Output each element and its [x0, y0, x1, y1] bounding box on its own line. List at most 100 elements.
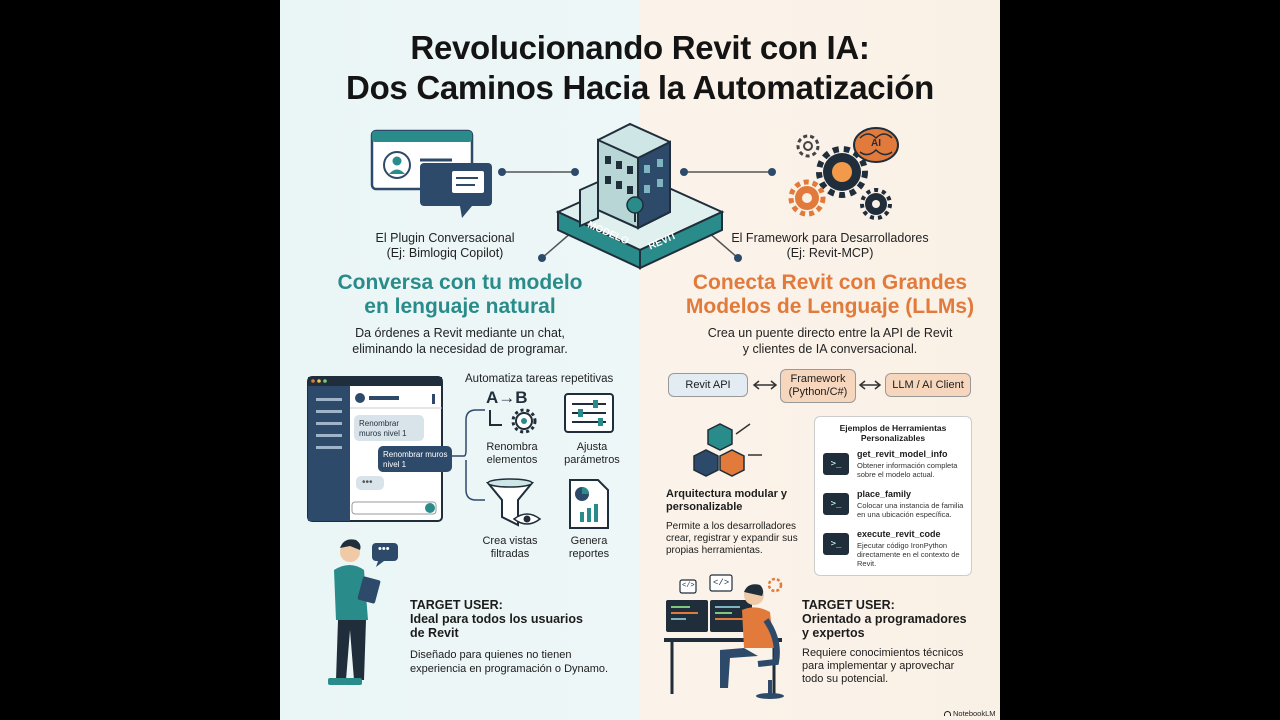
tool-item: >_ get_revit_model_info Obtener informac…	[821, 449, 967, 485]
title-line-1: Revolucionando Revit con IA:	[410, 29, 870, 66]
notebooklm-logo-icon	[944, 711, 951, 716]
chat-msg1-line1: Renombrar	[359, 419, 400, 428]
tool-desc: sobre el modelo actual.	[857, 470, 935, 479]
gears-icon	[788, 134, 892, 220]
flow-node-framework-line2: (Python/C#)	[788, 386, 848, 398]
terminal-icon: >_	[823, 533, 849, 555]
developer-desk-icon	[664, 574, 784, 699]
automate-title: Automatiza tareas repetitivas	[465, 373, 614, 385]
right-target-line1: Orientado a programadores	[802, 612, 967, 626]
right-heading-line-2: Modelos de Lenguaje (LLMs)	[685, 295, 975, 318]
terminal-icon: >_	[823, 453, 849, 475]
task-params: Ajusta parámetros	[552, 441, 632, 467]
right-target-desc1: Requiere conocimientos técnicos	[802, 647, 964, 659]
left-target-label: TARGET USER:	[410, 598, 503, 612]
task-params-line2: parámetros	[564, 454, 620, 466]
right-target-line2: y expertos	[802, 626, 865, 640]
right-target-desc3: todo su potencial.	[802, 673, 889, 685]
framework-name: El Framework para Desarrolladores	[731, 231, 929, 245]
tool-desc: en una ubicación específica.	[857, 510, 952, 519]
right-description: Crea un puente directo entre la API de R…	[660, 325, 1000, 357]
left-target-desc2: experiencia en programación o Dynamo.	[410, 663, 609, 675]
connector-lines	[500, 171, 770, 259]
tool-item: >_ place_family Colocar una instancia de…	[821, 489, 967, 525]
left-heading: Conversa con tu modelo en lenguaje natur…	[300, 271, 620, 319]
illustration-layer	[307, 122, 899, 699]
right-desc-line-2: y clientes de IA conversacional.	[742, 342, 918, 356]
arch-desc-line3: propias herramientas.	[666, 545, 763, 556]
left-target: TARGET USER: Ideal para todos los usuari…	[410, 598, 630, 676]
speech-bubble-icon	[420, 163, 492, 218]
arch-desc-line2: crear, registrar y expandir sus	[666, 533, 798, 544]
flow-node-llm-label: LLM / AI Client	[892, 378, 964, 391]
left-heading-line-1: Conversa con tu modelo	[337, 271, 583, 294]
framework-caption: El Framework para Desarrolladores (Ej: R…	[720, 231, 940, 261]
right-heading: Conecta Revit con Grandes Modelos de Len…	[660, 271, 1000, 319]
title-line-2: Dos Caminos Hacia la Automatización	[346, 69, 934, 106]
tools-title-line2: Personalizables	[860, 433, 926, 443]
page-title: Revolucionando Revit con IA: Dos Caminos…	[280, 28, 1000, 108]
infographic-poster: Revolucionando Revit con IA: Dos Caminos…	[280, 0, 1000, 720]
right-target: TARGET USER: Orientado a programadores y…	[802, 598, 992, 686]
plugin-name: El Plugin Conversacional	[375, 231, 515, 245]
architecture-block: Arquitectura modular y personalizable Pe…	[666, 488, 806, 557]
eye-icon	[512, 513, 542, 525]
chat-msg1-line2: muros nivel 1	[359, 429, 407, 438]
watermark-text: NotebookLM	[953, 709, 996, 718]
tool-desc: Ejecutar código IronPython	[857, 541, 948, 550]
left-description: Da órdenes a Revit mediante un chat, eli…	[300, 325, 620, 357]
code-badge-2: </>	[713, 578, 730, 588]
building-icon	[555, 122, 725, 270]
arch-desc-line1: Permite a los desarrolladores	[666, 521, 797, 532]
person-tablet-icon	[328, 539, 398, 685]
code-badge-icon	[679, 574, 783, 594]
left-heading-line-2: en lenguaje natural	[364, 295, 556, 318]
tool-desc: directamente en el contexto de	[857, 550, 960, 559]
chat-app-mockup	[307, 376, 452, 522]
plugin-example: (Ej: Bimlogiq Copilot)	[386, 246, 504, 260]
task-params-line1: Ajusta	[576, 441, 608, 453]
tools-title-line1: Ejemplos de Herramientas	[839, 423, 947, 433]
terminal-icon: >_	[823, 493, 849, 515]
typing-indicator: •••	[362, 477, 373, 488]
flow-node-revit-api: Revit API	[668, 373, 748, 397]
chat-msg2-line1: Renombrar muros	[383, 450, 448, 459]
code-badge-1: </>	[682, 582, 695, 590]
tool-desc: Colocar una instancia de familia	[857, 501, 964, 510]
tools-title: Ejemplos de Herramientas Personalizables	[815, 423, 971, 443]
tool-name: place_family	[857, 489, 912, 499]
task-rename: Renombra elementos	[472, 441, 552, 467]
brain-label: AI	[871, 138, 881, 149]
task-views-line1: Crea vistas	[482, 535, 538, 547]
tool-name: get_revit_model_info	[857, 449, 948, 459]
tool-name: execute_revit_code	[857, 529, 941, 539]
right-target-desc2: para implementar y aprovechar	[802, 660, 955, 672]
gear-icon	[489, 408, 537, 434]
watermark: NotebookLM	[944, 709, 996, 718]
left-target-line2: de Revit	[410, 626, 459, 640]
funnel-icon	[485, 478, 535, 527]
task-rename-line2: elementos	[486, 454, 538, 466]
tools-panel: Ejemplos de Herramientas Personalizables…	[814, 416, 972, 576]
left-desc-line-1: Da órdenes a Revit mediante un chat,	[355, 326, 565, 340]
arch-title-line1: Arquitectura modular y	[666, 488, 788, 500]
ab-label: A→B	[486, 388, 528, 407]
flow-node-framework: Framework (Python/C#)	[780, 369, 856, 403]
left-target-desc1: Diseñado para quienes no tienen	[410, 649, 572, 661]
task-reports-line1: Genera	[570, 535, 608, 547]
report-icon	[569, 479, 609, 529]
flow-node-llm: LLM / AI Client	[885, 373, 971, 397]
flow-node-framework-line1: Framework	[790, 373, 846, 385]
framework-example: (Ej: Revit-MCP)	[786, 246, 874, 260]
right-heading-line-1: Conecta Revit con Grandes	[692, 271, 968, 294]
tool-desc: Obtener información completa	[857, 461, 958, 470]
bubble-dots: •••	[378, 543, 390, 555]
chat-msg2-line2: nivel 1	[383, 460, 407, 469]
chat-message-user: Renombrar muros nivel 1	[359, 419, 407, 439]
flow-node-revit-api-label: Revit API	[685, 378, 731, 391]
cubes-icon	[693, 423, 762, 477]
task-views: Crea vistas filtradas	[470, 535, 550, 561]
chat-message-reply: Renombrar muros nivel 1	[383, 450, 447, 470]
task-reports: Genera reportes	[549, 535, 629, 561]
tool-item: >_ execute_revit_code Ejecutar código Ir…	[821, 529, 967, 573]
